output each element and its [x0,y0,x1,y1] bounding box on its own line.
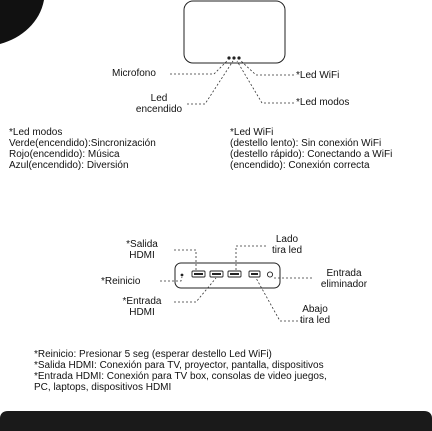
legend-led-wifi-line: (encendido): Conexión correcta [230,160,370,171]
label-led-encendido-line1: Led [150,93,168,104]
note-line: PC, laptops, dispositivos HDMI [34,382,172,393]
leader-lado-tira-led [235,245,266,270]
led-wifi-dot [237,56,241,60]
label-salida-hdmi-line2: HDMI [129,250,155,261]
label-led-encendido-line2: encendido [135,104,183,115]
label-salida-hdmi-line1: *Salida [126,239,158,250]
label-microfono: Microfono [112,68,156,79]
legend-led-wifi-title: *Led WiFi [230,127,274,138]
note-line: *Entrada HDMI: Conexión para TV box, con… [34,371,327,382]
label-entrada-hdmi-line1: *Entrada [122,296,162,307]
note-line: *Salida HDMI: Conexión para TV, proyecto… [34,360,324,371]
label-entrada-hdmi-line2: HDMI [129,307,155,318]
microphone-dot [227,56,231,60]
label-entrada-eliminador-line2: eliminador [320,279,368,290]
label-entrada-eliminador-line1: Entrada [326,268,362,279]
label-led-wifi: *Led WiFi [296,70,340,81]
legend-led-modos-line: Verde(encendido):Sincronización [9,138,156,149]
label-abajo-tira-led: Abajo tira led [290,304,340,326]
hub-device [183,0,286,64]
label-entrada-eliminador: Entrada eliminador [310,268,378,290]
leader-led-modos [236,60,294,104]
label-abajo-tira-led-line2: tira led [299,315,330,326]
power-port [266,271,274,278]
reset-hole [180,273,184,277]
leader-salida-hdmi [174,249,197,270]
label-lado-tira-led-line2: tira led [271,245,302,256]
legend-led-modos-line: Rojo(encendido): Música [9,149,120,160]
legend-led-modos-title: *Led modos [9,127,63,138]
leader-abajo-tira-led [255,277,302,322]
corner-decoration [0,0,44,44]
legend-led-wifi-line: (destello rápido): Conectando a WiFi [230,149,393,160]
label-entrada-hdmi: *Entrada HDMI [110,296,174,318]
led-encendido-dot [232,56,236,60]
box-device [174,262,281,289]
leader-led-encendido [187,60,234,105]
leader-reinicio [160,276,183,282]
bottom-band [0,411,432,431]
legend-led-modos-line: Azul(encendido): Diversión [9,160,129,171]
label-abajo-tira-led-line1: Abajo [302,304,328,315]
notes-block: *Reinicio: Presionar 5 seg (esperar dest… [34,349,327,393]
leader-led-wifi [240,60,294,76]
leader-microfono [170,60,228,75]
legend-led-wifi: *Led WiFi (destello lento): Sin conexión… [230,127,392,171]
label-led-encendido: Led encendido [132,93,186,115]
legend-led-wifi-line: (destello lento): Sin conexión WiFi [230,138,382,149]
label-salida-hdmi: *Salida HDMI [112,239,172,261]
note-line: *Reinicio: Presionar 5 seg (esperar dest… [34,349,272,360]
label-lado-tira-led-line1: Lado [275,234,299,245]
leader-entrada-hdmi [174,277,217,303]
label-reinicio: *Reinicio [101,276,141,287]
legend-led-modos: *Led modos Verde(encendido):Sincronizaci… [9,127,156,171]
label-lado-tira-led: Lado tira led [262,234,312,256]
label-led-modos: *Led modos [296,97,350,108]
